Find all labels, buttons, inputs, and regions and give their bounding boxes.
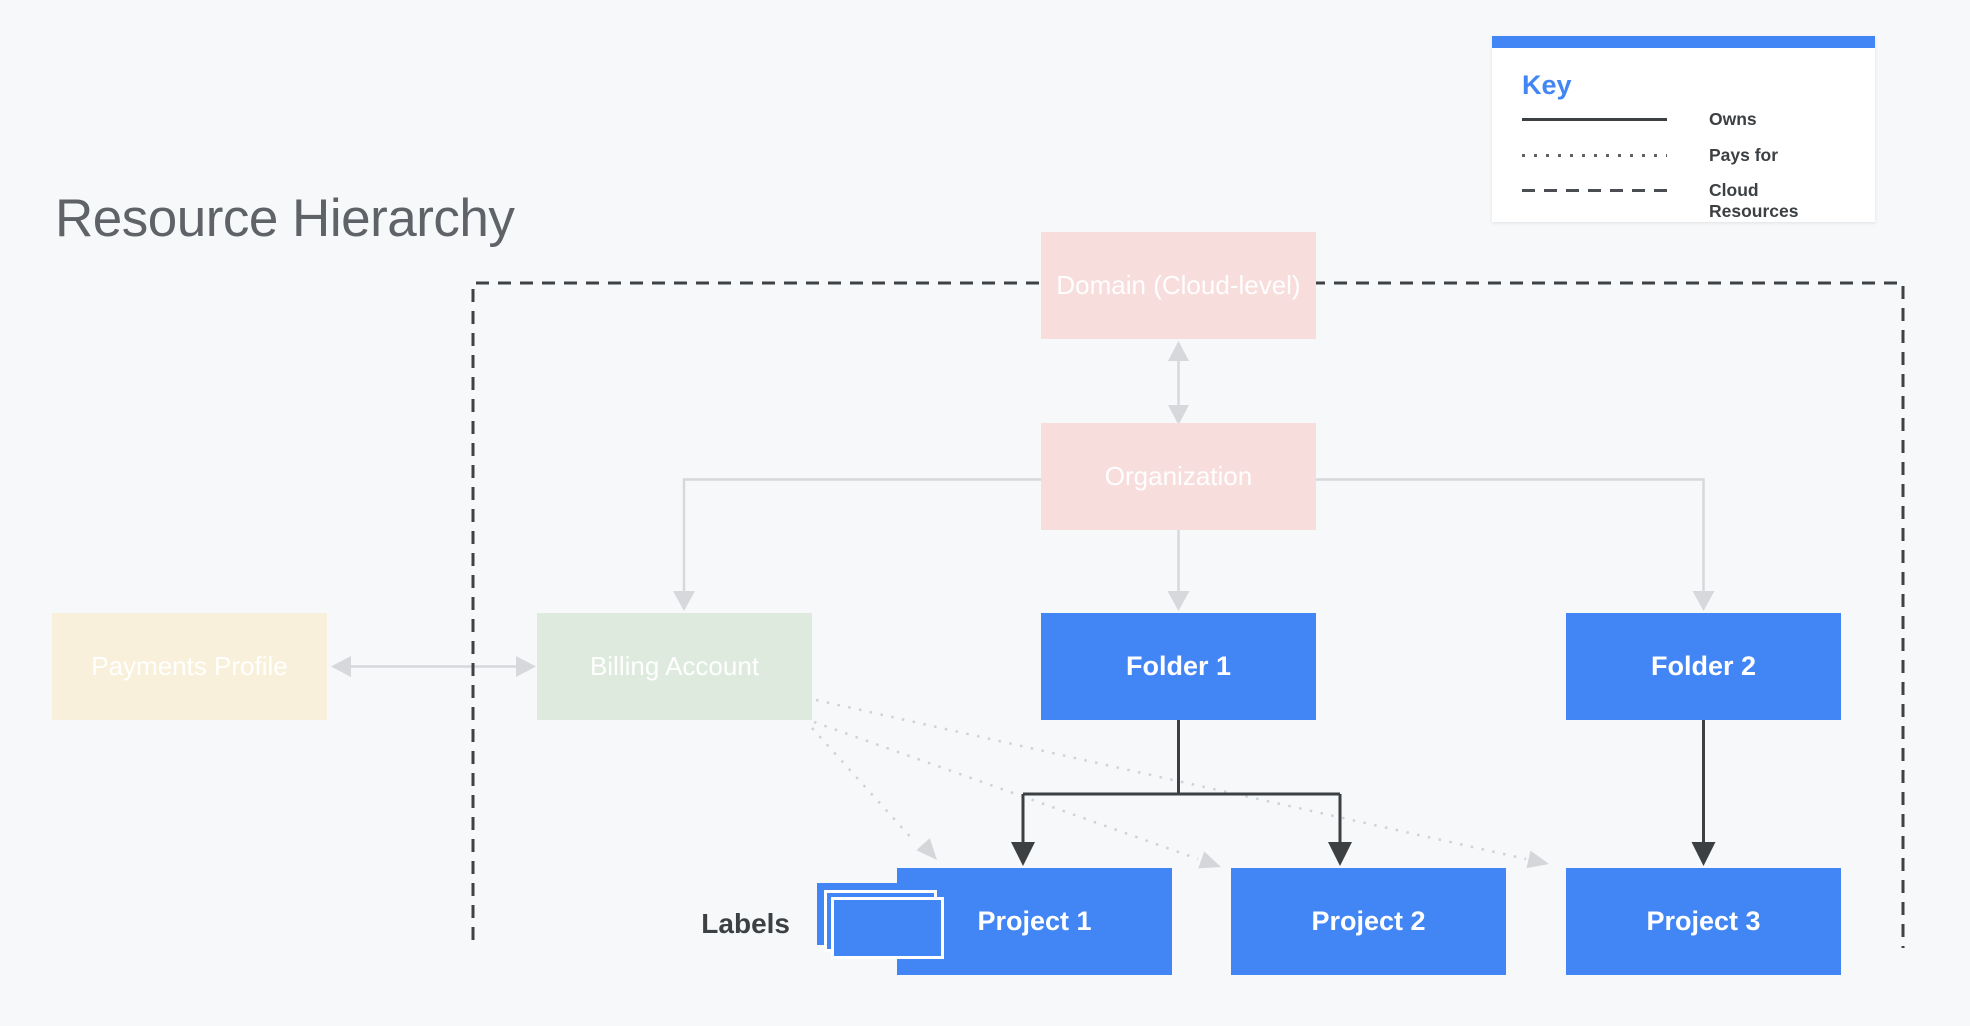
billing-project3-link	[815, 698, 1527, 861]
legend-label-owns: Owns	[1709, 109, 1757, 129]
pays-for-connectors	[811, 698, 1527, 861]
domain-label: Domain (Cloud-level)	[1056, 270, 1301, 300]
dotted-line-sample	[1522, 153, 1667, 157]
dashed-line-sample	[1522, 189, 1667, 193]
labels-stack-icon	[817, 883, 957, 975]
legend-label-cloud-resources: Cloud Resources	[1709, 180, 1799, 221]
folder-1-node: Folder 1	[1041, 613, 1316, 720]
organization-label: Organization	[1104, 461, 1253, 491]
label-card-front	[831, 897, 944, 959]
folder-project-connectors	[1011, 720, 1716, 866]
billing-account-label: Billing Account	[589, 651, 760, 681]
pays-for-arrowheads	[916, 838, 1549, 869]
project-3-node: Project 3	[1566, 868, 1841, 975]
domain-node: Domain (Cloud-level)	[1041, 232, 1316, 339]
legend-rows: Owns Pays for Cloud Resources	[1522, 109, 1875, 222]
legend-row-pays-for: Pays for	[1522, 145, 1875, 166]
legend-label-pays-for: Pays for	[1709, 144, 1779, 165]
folder1-projects-tree	[1021, 720, 1342, 845]
folder-1-label: Folder 1	[1125, 651, 1232, 681]
legend-row-owns: Owns	[1522, 109, 1875, 130]
project-1-label: Project 1	[977, 906, 1092, 936]
project-2-label: Project 2	[1311, 906, 1426, 936]
billing-account-node: Billing Account	[537, 613, 812, 720]
page-title: Resource Hierarchy	[55, 189, 515, 248]
legend-row-cloud-resources: Cloud Resources	[1522, 180, 1875, 221]
billing-project1-link	[811, 727, 915, 842]
folder-2-node: Folder 2	[1566, 613, 1841, 720]
payments-profile-node: Payments Profile	[52, 613, 327, 720]
legend-card: Key Owns Pays for Cloud Resources	[1492, 36, 1875, 222]
project-2-node: Project 2	[1231, 868, 1506, 975]
labels-caption: Labels	[701, 908, 790, 939]
legend-accent-bar	[1492, 36, 1875, 48]
billing-project2-link	[813, 720, 1199, 861]
organization-folder2-link	[1316, 478, 1705, 593]
solid-line-sample	[1522, 118, 1667, 121]
folder-2-label: Folder 2	[1650, 651, 1757, 681]
owns-connectors	[331, 341, 1715, 677]
project-3-label: Project 3	[1646, 906, 1761, 936]
organization-node: Organization	[1041, 423, 1316, 530]
legend-heading: Key	[1522, 70, 1572, 100]
organization-billing-link	[682, 478, 1041, 593]
payments-profile-label: Payments Profile	[91, 651, 288, 681]
